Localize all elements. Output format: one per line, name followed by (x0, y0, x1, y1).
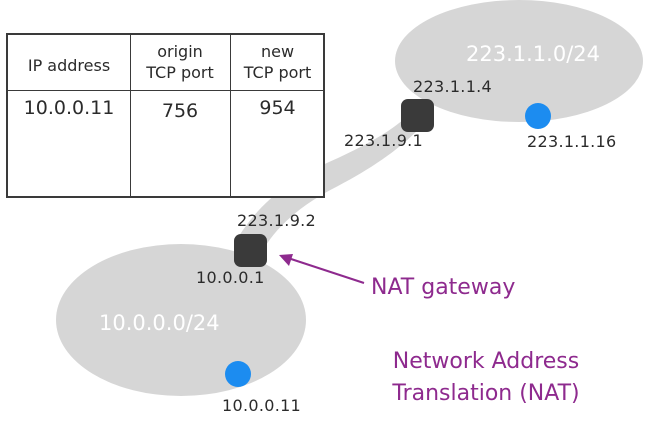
public-host (525, 103, 551, 129)
table-column-divider (130, 35, 131, 196)
table-cell-new-port: 954 (259, 97, 296, 119)
table-header-ip-address: IP address (8, 55, 130, 76)
nat-translation-table: IP address origin TCP port new TCP port … (6, 33, 325, 198)
diagram-caption: Network Address Translation (NAT) (379, 346, 593, 410)
nat-router (234, 234, 267, 267)
link-public-router-address: 223.1.9.1 (344, 131, 424, 150)
header-line: origin (157, 42, 203, 61)
link-nat-router-address: 223.1.9.2 (237, 211, 317, 230)
public-router (401, 99, 434, 132)
table-header-divider (8, 90, 323, 91)
private-host-address: 10.0.0.11 (222, 396, 302, 415)
table-cell-origin-port: 756 (161, 100, 199, 122)
caption-line: Translation (NAT) (392, 381, 580, 406)
private-subnet-label: 10.0.0.0/24 (99, 311, 220, 335)
nat-gateway-label: NAT gateway (371, 275, 516, 300)
header-line: IP address (27, 56, 111, 75)
table-column-divider (230, 35, 231, 196)
header-line: TCP port (146, 63, 214, 82)
public-router-address: 223.1.1.4 (413, 77, 493, 96)
caption-line: Network Address (392, 349, 580, 374)
private-network-cloud (56, 244, 306, 396)
public-network-cloud (395, 0, 643, 122)
header-line: new (260, 42, 295, 61)
table-cell-ip: 10.0.0.11 (23, 97, 115, 119)
table-header-origin-port: origin TCP port (130, 41, 230, 83)
public-subnet-label: 223.1.1.0/24 (466, 42, 600, 66)
nat-gateway-arrow-head (279, 254, 293, 266)
inter-router-link (238, 101, 434, 257)
header-line: TCP port (243, 63, 312, 82)
table-header-new-port: new TCP port (230, 41, 325, 83)
nat-gateway-arrow-line (287, 257, 365, 284)
public-host-address: 223.1.1.16 (527, 132, 617, 151)
private-host (225, 361, 251, 387)
private-router-address: 10.0.0.1 (196, 268, 265, 287)
